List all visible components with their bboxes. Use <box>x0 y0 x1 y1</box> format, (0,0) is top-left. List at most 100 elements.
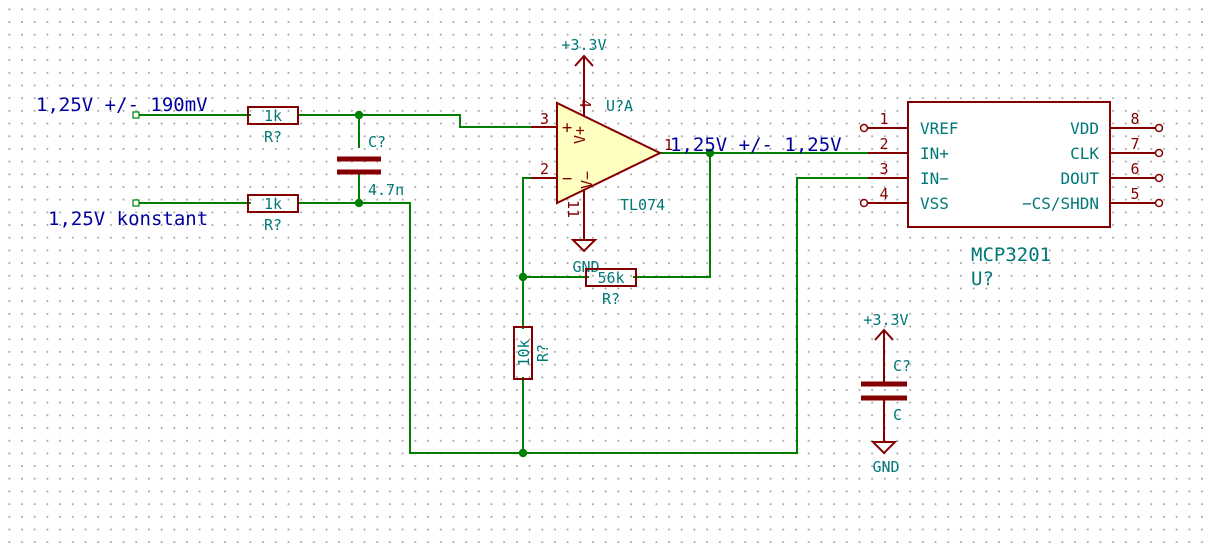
unconnected-pin-icon <box>859 123 869 133</box>
opamp-pin-number: 1 <box>664 136 673 154</box>
capacitor-c1[interactable]: C? 4.7n <box>337 133 404 199</box>
power-vcc-opamp[interactable]: +3.3V <box>561 36 607 80</box>
adc-pin-name: IN+ <box>920 144 949 163</box>
resistor-value: 1k <box>264 195 282 213</box>
power-gnd-opamp[interactable]: GND <box>570 226 600 276</box>
adc-pin-number: 2 <box>879 135 888 153</box>
resistor-r4[interactable]: 10k R? <box>513 326 552 380</box>
capacitor-value: C <box>893 406 902 424</box>
resistor-body <box>513 326 533 380</box>
power-arrow-icon <box>874 328 894 341</box>
wire-feedback-out <box>633 152 711 278</box>
adc-pin-number: 3 <box>879 160 888 178</box>
opamp-tl074[interactable]: 3 2 1 4 11 + − V+ V− U?A TL074 <box>531 80 673 226</box>
opamp-body <box>556 101 663 205</box>
capacitor-c2[interactable]: C? C <box>861 330 911 442</box>
adc-reference: U? <box>971 268 994 290</box>
unconnected-pin-icon <box>1154 173 1164 183</box>
adc-pin-number: 1 <box>879 110 888 128</box>
opamp-value: TL074 <box>620 196 665 214</box>
opamp-pin-number: 4 <box>576 99 594 108</box>
junction-dot <box>705 148 715 158</box>
unconnected-pin-icon <box>1154 198 1164 208</box>
net-label-input-dc: 1,25V konstant <box>48 208 208 230</box>
resistor-value: 56k <box>597 269 624 287</box>
input-port-icon <box>132 199 140 207</box>
ground-icon <box>870 441 898 455</box>
adc-pin-name: IN− <box>920 169 949 188</box>
unconnected-pin-icon <box>859 198 869 208</box>
opamp-reference: U?A <box>606 97 633 115</box>
capacitor-value: 4.7n <box>368 181 404 199</box>
adc-pin-name: DOUT <box>1060 169 1099 188</box>
unconnected-pin-icon <box>1154 148 1164 158</box>
adc-pin-number: 4 <box>879 185 888 203</box>
wires <box>139 114 869 454</box>
ground-label: GND <box>872 458 899 476</box>
unconnected-pin-icon <box>1154 123 1164 133</box>
resistor-value: 10k <box>515 339 533 366</box>
net-label-output: 1,25V +/- 1,25V <box>670 134 842 156</box>
resistor-r1[interactable]: 1k R? <box>247 106 299 146</box>
junctions <box>354 110 715 458</box>
wire-reference-net <box>409 177 869 454</box>
power-arrow-icon <box>574 54 594 67</box>
opamp-pin-number: 11 <box>564 200 582 218</box>
junction-dot <box>518 448 528 458</box>
adc-pin-name: VSS <box>920 194 949 213</box>
adc-pin-name: VDD <box>1070 119 1099 138</box>
resistor-reference: R? <box>602 290 620 308</box>
input-port-icon <box>132 111 140 119</box>
resistor-reference: R? <box>264 216 282 234</box>
ground-icon <box>570 239 598 253</box>
adc-pin--cs-shdn[interactable]: 5 −CS/SHDN <box>1022 185 1164 213</box>
junction-dot <box>354 198 364 208</box>
adc-pin-name: −CS/SHDN <box>1022 194 1099 213</box>
net-label-input-ac: 1,25V +/- 190mV <box>36 94 208 116</box>
adc-pin-number: 5 <box>1130 185 1139 203</box>
opamp-minus-sign: − <box>562 169 572 189</box>
resistor-body <box>585 268 637 287</box>
opamp-plus-sign: + <box>562 118 572 138</box>
junction-dot <box>354 110 364 120</box>
power-label: +3.3V <box>561 36 606 54</box>
power-label: +3.3V <box>863 311 908 329</box>
resistor-body <box>247 194 299 213</box>
capacitor-reference: C? <box>893 357 911 375</box>
opamp-vminus-label: V− <box>578 171 596 189</box>
resistor-value: 1k <box>264 107 282 125</box>
power-vcc-cap[interactable]: +3.3V <box>863 311 909 341</box>
adc-pin-number: 7 <box>1130 135 1139 153</box>
adc-pin-name: VREF <box>920 119 959 138</box>
adc-pin-number: 6 <box>1130 160 1139 178</box>
adc-pin-number: 8 <box>1130 110 1139 128</box>
adc-pin-name: CLK <box>1070 144 1099 163</box>
opamp-pin-number: 2 <box>540 160 549 178</box>
resistor-reference: R? <box>534 344 552 362</box>
opamp-vplus-label: V+ <box>571 126 589 144</box>
wire-to-noninv <box>459 114 558 128</box>
resistor-body <box>247 106 299 125</box>
resistor-r2[interactable]: 1k R? <box>247 194 299 234</box>
resistor-reference: R? <box>264 128 282 146</box>
resistor-r3[interactable]: 56k R? <box>585 268 637 308</box>
adc-body <box>907 101 1111 228</box>
junction-dot <box>518 272 528 282</box>
opamp-pin-number: 3 <box>540 110 549 128</box>
adc-value: MCP3201 <box>971 244 1051 266</box>
power-gnd-cap[interactable]: GND <box>870 441 900 476</box>
ground-label: GND <box>572 258 599 276</box>
capacitor-reference: C? <box>368 133 386 151</box>
